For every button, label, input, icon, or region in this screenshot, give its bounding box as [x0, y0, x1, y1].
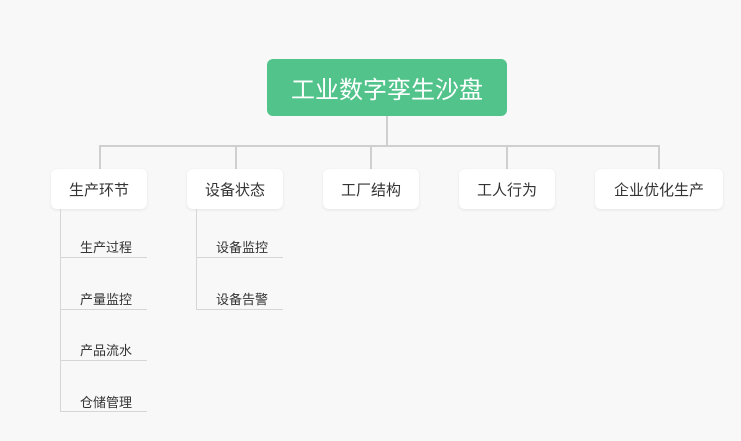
branch-node[interactable]: 工厂结构 — [323, 169, 419, 209]
connector — [196, 209, 197, 309]
connector — [196, 309, 283, 310]
connector — [99, 145, 660, 147]
root-label: 工业数字孪生沙盘 — [291, 76, 483, 104]
connector — [386, 116, 388, 146]
branch-label: 工人行为 — [476, 180, 537, 199]
connector — [60, 309, 147, 310]
leaf-node[interactable]: 产品流水 — [60, 340, 133, 359]
connector — [658, 145, 660, 169]
branch-label: 企业优化生产 — [613, 180, 704, 199]
connector — [60, 257, 147, 258]
branch-label: 生产环节 — [68, 180, 129, 199]
leaf-node[interactable]: 设备监控 — [196, 237, 269, 256]
connector — [60, 360, 147, 361]
root-node[interactable]: 工业数字孪生沙盘 — [267, 59, 507, 116]
connector — [196, 257, 283, 258]
leaf-node[interactable]: 生产过程 — [60, 237, 133, 256]
connector — [506, 145, 508, 169]
branch-node[interactable]: 生产环节 — [51, 169, 147, 209]
leaf-label: 产量监控 — [80, 293, 133, 308]
branch-label: 设备状态 — [204, 180, 265, 199]
leaf-node[interactable]: 设备告警 — [196, 289, 269, 308]
branch-label: 工厂结构 — [340, 180, 401, 199]
leaf-node[interactable]: 产量监控 — [60, 289, 133, 308]
leaf-label: 设备监控 — [216, 241, 269, 256]
leaf-node[interactable]: 仓储管理 — [60, 392, 133, 411]
connector — [99, 145, 101, 169]
branch-node[interactable]: 设备状态 — [187, 169, 283, 209]
branch-node[interactable]: 工人行为 — [459, 169, 555, 209]
leaf-label: 设备告警 — [216, 293, 269, 308]
branch-node[interactable]: 企业优化生产 — [595, 169, 723, 209]
leaf-label: 生产过程 — [80, 241, 133, 256]
connector — [60, 209, 61, 412]
connector — [370, 145, 372, 169]
leaf-label: 产品流水 — [80, 344, 133, 359]
leaf-label: 仓储管理 — [80, 396, 133, 411]
connector — [60, 411, 147, 412]
connector — [235, 145, 237, 169]
